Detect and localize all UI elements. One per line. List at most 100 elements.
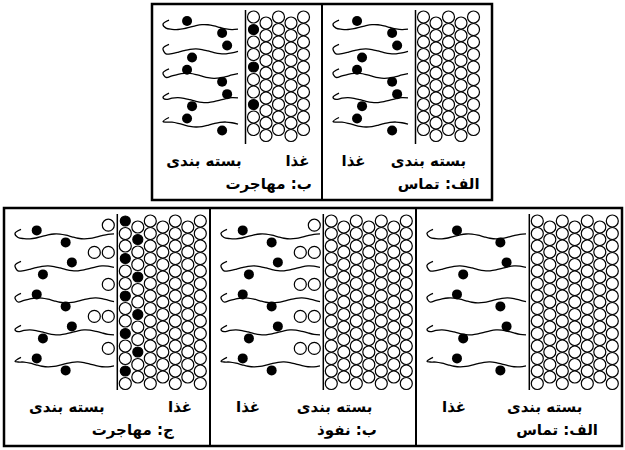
packaging-particle [194,265,206,277]
packaging-particle [418,124,430,136]
packaging-particle [569,296,581,308]
panel-label: بسته بندی [507,397,583,417]
packaging-particle [544,321,556,333]
packaging-particle [338,371,350,383]
packaging-particle [443,111,455,123]
packaging-particle [144,353,156,365]
packaging-particle [544,259,556,271]
migrant-dot [387,126,397,136]
packaging-particle [119,265,131,277]
packaging-particle [144,328,156,340]
packaging-particle [363,359,375,371]
mechanism-panel: غذابسته بندیب: مهاجرت [152,4,322,200]
packaging-particle [338,359,350,371]
migrant-dot [120,291,130,301]
packaging-particle [531,353,543,365]
migrant-dot [217,28,227,38]
packaging-particle [544,359,556,371]
panel-label: غذا [168,397,192,417]
packaging-particle [119,378,131,390]
packaging-particle [182,271,194,283]
packaging-particle [455,17,467,29]
packaging-particle [260,17,272,29]
packaging-particle [581,265,593,277]
packaging-particle [363,321,375,333]
packaging-particle [350,340,362,352]
packaging-particle [182,346,194,358]
packaging-particle [388,371,400,383]
packaging-particle [443,24,455,36]
packaging-particle [325,240,337,252]
packaging-particle [375,365,387,377]
packaging-particle [455,42,467,54]
packaging-particle [581,353,593,365]
packaging-particle [144,365,156,377]
packaging-particle [581,378,593,390]
packaging-particle [569,346,581,358]
polymer-chain [333,69,408,78]
packaging-particle [285,55,297,67]
packaging-particle [273,111,285,123]
migrant-dot [217,126,227,136]
migrant-dot [61,237,71,247]
packaging-particle [569,246,581,258]
packaging-particle [325,315,337,327]
packaging-particle [569,234,581,246]
packaging-particle [363,221,375,233]
interface-line [529,214,531,390]
packaging-particle [102,278,114,290]
polymer-chain [221,293,320,302]
migrant-dot [120,366,130,376]
packaging-particle [350,228,362,240]
packaging-particle [273,49,285,61]
migrant-dot [249,62,259,72]
packaging-particle [388,284,400,296]
packaging-particle [285,67,297,79]
migrant-dot [67,257,77,267]
interface-line [117,214,119,390]
packaging-particle [350,265,362,277]
packaging-particle [363,271,375,283]
panel-label: بسته بندی [166,151,242,171]
packaging-particle [182,234,194,246]
interface-line [323,214,325,390]
packaging-particle [606,265,618,277]
migrant-dot [238,289,248,299]
migrant-dot [133,347,143,357]
mechanism-panel: غذابسته بندیب: نفوذ [210,208,416,446]
packaging-particle [455,130,467,142]
packaging-particle [248,49,260,61]
packaging-particle [144,340,156,352]
packaging-particle [132,221,144,233]
migrant-dot [61,301,71,311]
packaging-particle [443,74,455,86]
packaging-particle [388,246,400,258]
polymer-chain [427,229,526,238]
packaging-particle [119,340,131,352]
polymer-chain [427,357,526,366]
packaging-particle [455,117,467,129]
packaging-particle [375,278,387,290]
packaging-particle [273,11,285,23]
migrant-dot [120,216,130,226]
packaging-particle [338,246,350,258]
migrant-dot [222,89,232,99]
migrant-dot [392,89,402,99]
packaging-particle [157,321,169,333]
packaging-particle [468,11,480,23]
packaging-particle [388,259,400,271]
packaging-particle [285,30,297,42]
packaging-particle [273,24,285,36]
packaging-particle [531,265,543,277]
packaging-particle [194,253,206,265]
packaging-particle [157,296,169,308]
packaging-particle [157,221,169,233]
packaging-particle [157,346,169,358]
packaging-particle [363,309,375,321]
packaging-particle [132,371,144,383]
packaging-particle [531,278,543,290]
polymer-chain [221,229,320,238]
packaging-particle [144,228,156,240]
packaging-particle [194,228,206,240]
